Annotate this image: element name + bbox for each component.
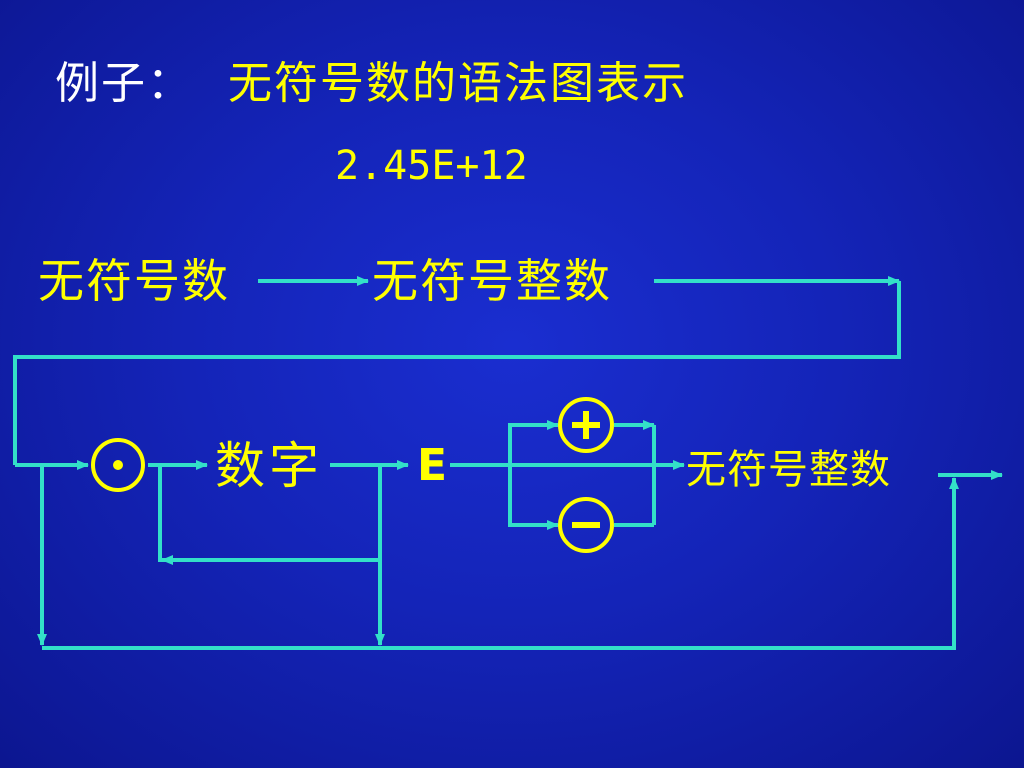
line-bottom-bypass bbox=[42, 477, 959, 650]
line-wrap-down bbox=[13, 281, 901, 465]
example-number: 2.45E+12 bbox=[335, 143, 528, 189]
exponent-letter-label: E bbox=[417, 440, 448, 491]
unsigned-integer-top-label: 无符号整数 bbox=[372, 254, 612, 308]
unsigned-number-label: 无符号数 bbox=[38, 254, 230, 308]
line-plus-branch bbox=[508, 420, 559, 465]
line-minus-branch bbox=[508, 465, 559, 530]
title-prefix: 例子： bbox=[55, 58, 193, 109]
plus-icon bbox=[558, 397, 614, 453]
minus-icon bbox=[558, 497, 614, 553]
unsigned-integer-bottom-label: 无符号整数 bbox=[686, 447, 891, 493]
decimal-point-icon bbox=[91, 438, 145, 492]
line-digit-loop bbox=[158, 465, 380, 562]
page-title: 无符号数的语法图表示 bbox=[228, 58, 688, 109]
digit-label: 数字 bbox=[215, 437, 323, 495]
